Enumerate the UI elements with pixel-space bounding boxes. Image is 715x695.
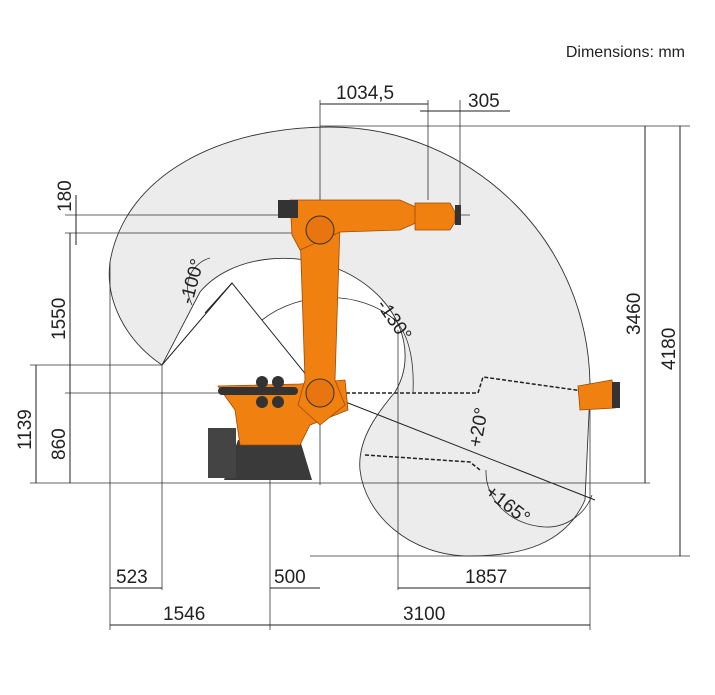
robot-lower-arm bbox=[297, 224, 346, 426]
envelope-notch bbox=[364, 454, 481, 471]
dim-180: 180 bbox=[55, 180, 76, 212]
robot-base-motor bbox=[208, 428, 236, 478]
dim-860: 860 bbox=[49, 428, 70, 460]
dim-4180: 4180 bbox=[659, 328, 680, 370]
angle-ray bbox=[204, 282, 233, 314]
dim-1546: 1546 bbox=[163, 604, 205, 625]
dim-305: 305 bbox=[468, 91, 500, 112]
workspace-envelope bbox=[108, 126, 591, 557]
angle-arc-a3 bbox=[187, 257, 211, 306]
robot-flange bbox=[455, 205, 461, 225]
dim-523: 523 bbox=[116, 567, 148, 588]
robot-wrist bbox=[414, 202, 456, 231]
angle-arc-a3-max bbox=[485, 469, 593, 528]
dim-1550: 1550 bbox=[49, 298, 70, 340]
dim-1857: 1857 bbox=[465, 567, 507, 588]
robot-flange-alt bbox=[612, 382, 620, 408]
dim-3460: 3460 bbox=[624, 293, 645, 335]
angle-ray bbox=[319, 391, 596, 501]
robot-base bbox=[224, 440, 312, 480]
joint-a3 bbox=[305, 215, 335, 245]
turret-motors bbox=[218, 376, 298, 408]
dim-500: 500 bbox=[274, 567, 306, 588]
dim-1139: 1139 bbox=[15, 409, 36, 450]
joint-a2 bbox=[305, 378, 335, 408]
dimension-lines bbox=[35, 103, 681, 626]
units-label: Dimensions: mm bbox=[565, 44, 685, 61]
dim-1034-5: 1034,5 bbox=[336, 83, 394, 104]
envelope-notch bbox=[340, 376, 591, 394]
robot-a4-motor bbox=[278, 200, 298, 218]
angle-arc-a2 bbox=[261, 297, 414, 393]
dim-3100: 3100 bbox=[403, 604, 445, 625]
